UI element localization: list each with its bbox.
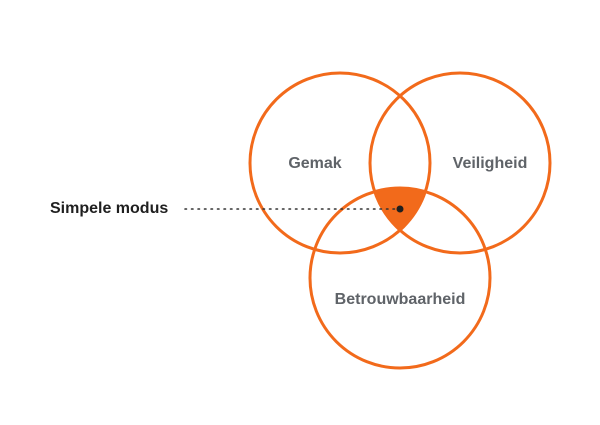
circle-gemak <box>248 71 432 255</box>
circle-veiligheid <box>368 71 552 255</box>
circle-betrouwbaarheid <box>308 186 492 370</box>
label-betrouwbaarheid: Betrouwbaarheid <box>335 291 466 308</box>
label-veiligheid: Veiligheid <box>453 155 528 172</box>
intersection-label: Simpele modus <box>50 200 168 217</box>
label-gemak: Gemak <box>288 155 341 172</box>
callout-dot <box>396 205 404 213</box>
